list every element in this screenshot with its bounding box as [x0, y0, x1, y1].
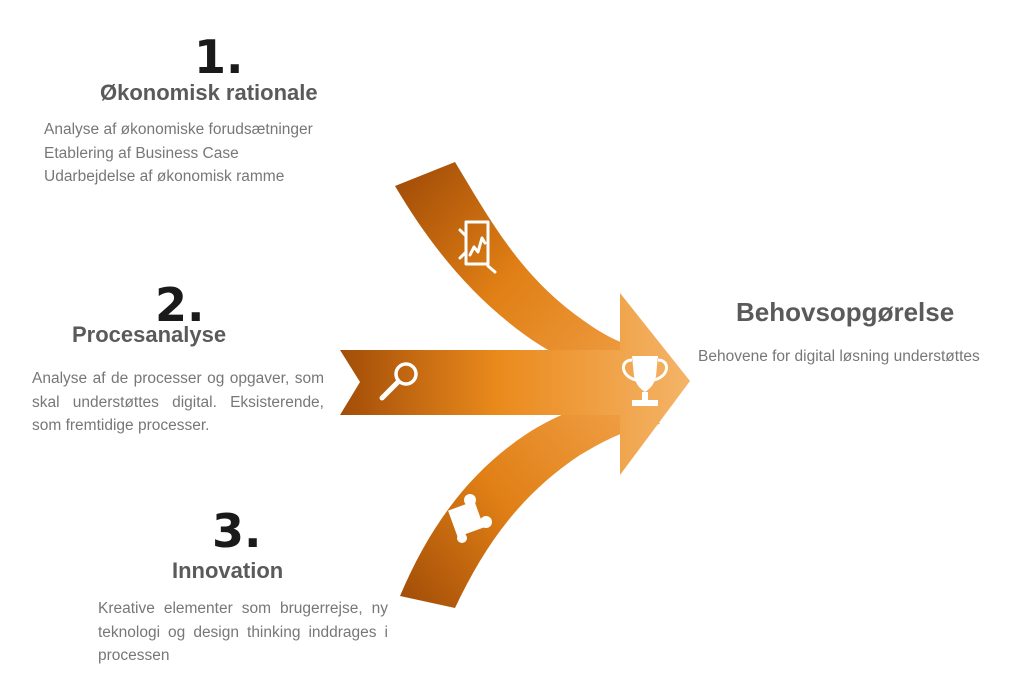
- step-1-line: Etablering af Business Case: [44, 144, 239, 162]
- result-title: Behovsopgørelse: [736, 297, 955, 327]
- trophy-icon: [622, 356, 668, 406]
- puzzle-icon: [448, 494, 492, 543]
- step-2-title: Procesanalyse: [72, 322, 227, 347]
- arrow-band-top: [395, 162, 660, 382]
- step-1-line: Udarbejdelse af økonomisk ramme: [44, 168, 285, 185]
- arrow-band-middle: [340, 293, 690, 475]
- step-3-title: Innovation: [172, 558, 284, 583]
- step-2-description: Analyse af de processer og opgaver, som …: [32, 370, 324, 434]
- step-3-number: 3.: [212, 504, 262, 558]
- step-1-line: Analyse af økonomiske forudsætninger: [44, 121, 313, 138]
- step-1-number: 1.: [194, 30, 244, 84]
- arrow-band-bottom: [400, 394, 660, 608]
- step-1-lines: Analyse af økonomiske forudsætninger Eta…: [44, 118, 313, 189]
- chart-board-icon: [458, 220, 497, 274]
- step-3-description: Kreative elementer som brugerrejse, ny t…: [98, 600, 388, 664]
- magnifier-icon: [379, 362, 418, 401]
- step-1-title: Økonomisk rationale: [100, 80, 318, 105]
- step-2-number: 2.: [155, 278, 205, 332]
- result-description: Behovene for digital løsning understøtte…: [698, 348, 980, 365]
